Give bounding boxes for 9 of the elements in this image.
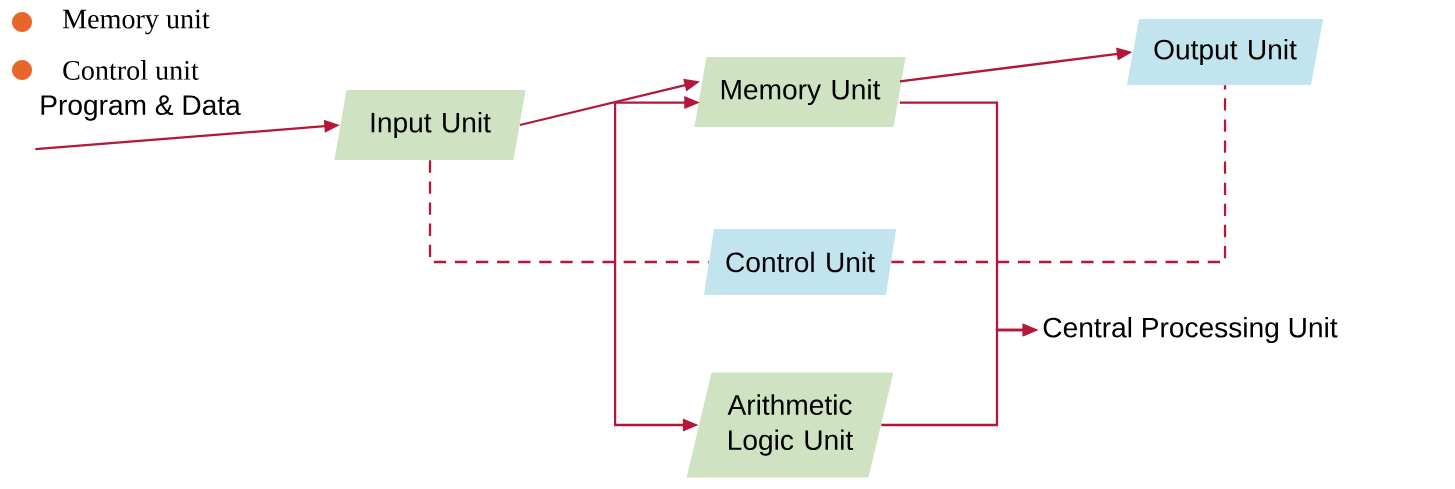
list-item: Control unit [63,60,199,80]
process-box: Control Unit [703,229,897,295]
process-box: Output Unit [1126,19,1324,85]
process-box: Memory Unit [694,57,906,127]
flow-label: Program & Data [41,95,241,121]
list-item: Memory unit [62,9,210,35]
flow-label: Central Processing Unit [1043,316,1338,344]
process-box: Arithmetic Logic Unit [686,372,894,478]
process-box: Input Unit [334,90,526,160]
